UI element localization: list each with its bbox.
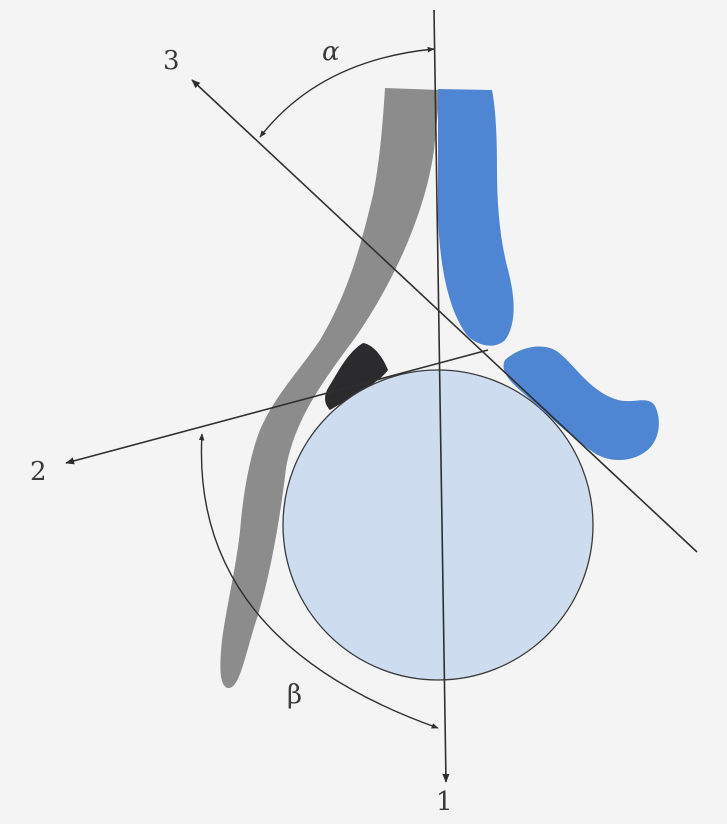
label-beta: β	[287, 680, 302, 710]
label-line-1: 1	[436, 787, 453, 817]
label-line-3: 3	[163, 46, 180, 76]
line-1	[433, 9, 450, 783]
blue-upper-shape	[438, 89, 514, 346]
label-line-2: 2	[30, 457, 47, 487]
line-2	[65, 349, 489, 465]
alpha-arc	[259, 46, 435, 138]
beta-arc	[198, 433, 439, 729]
dark-blob	[325, 343, 388, 410]
line-3	[191, 79, 698, 553]
circle	[282, 369, 594, 681]
label-alpha: α	[322, 37, 340, 67]
blue-lower-shape	[503, 346, 659, 461]
